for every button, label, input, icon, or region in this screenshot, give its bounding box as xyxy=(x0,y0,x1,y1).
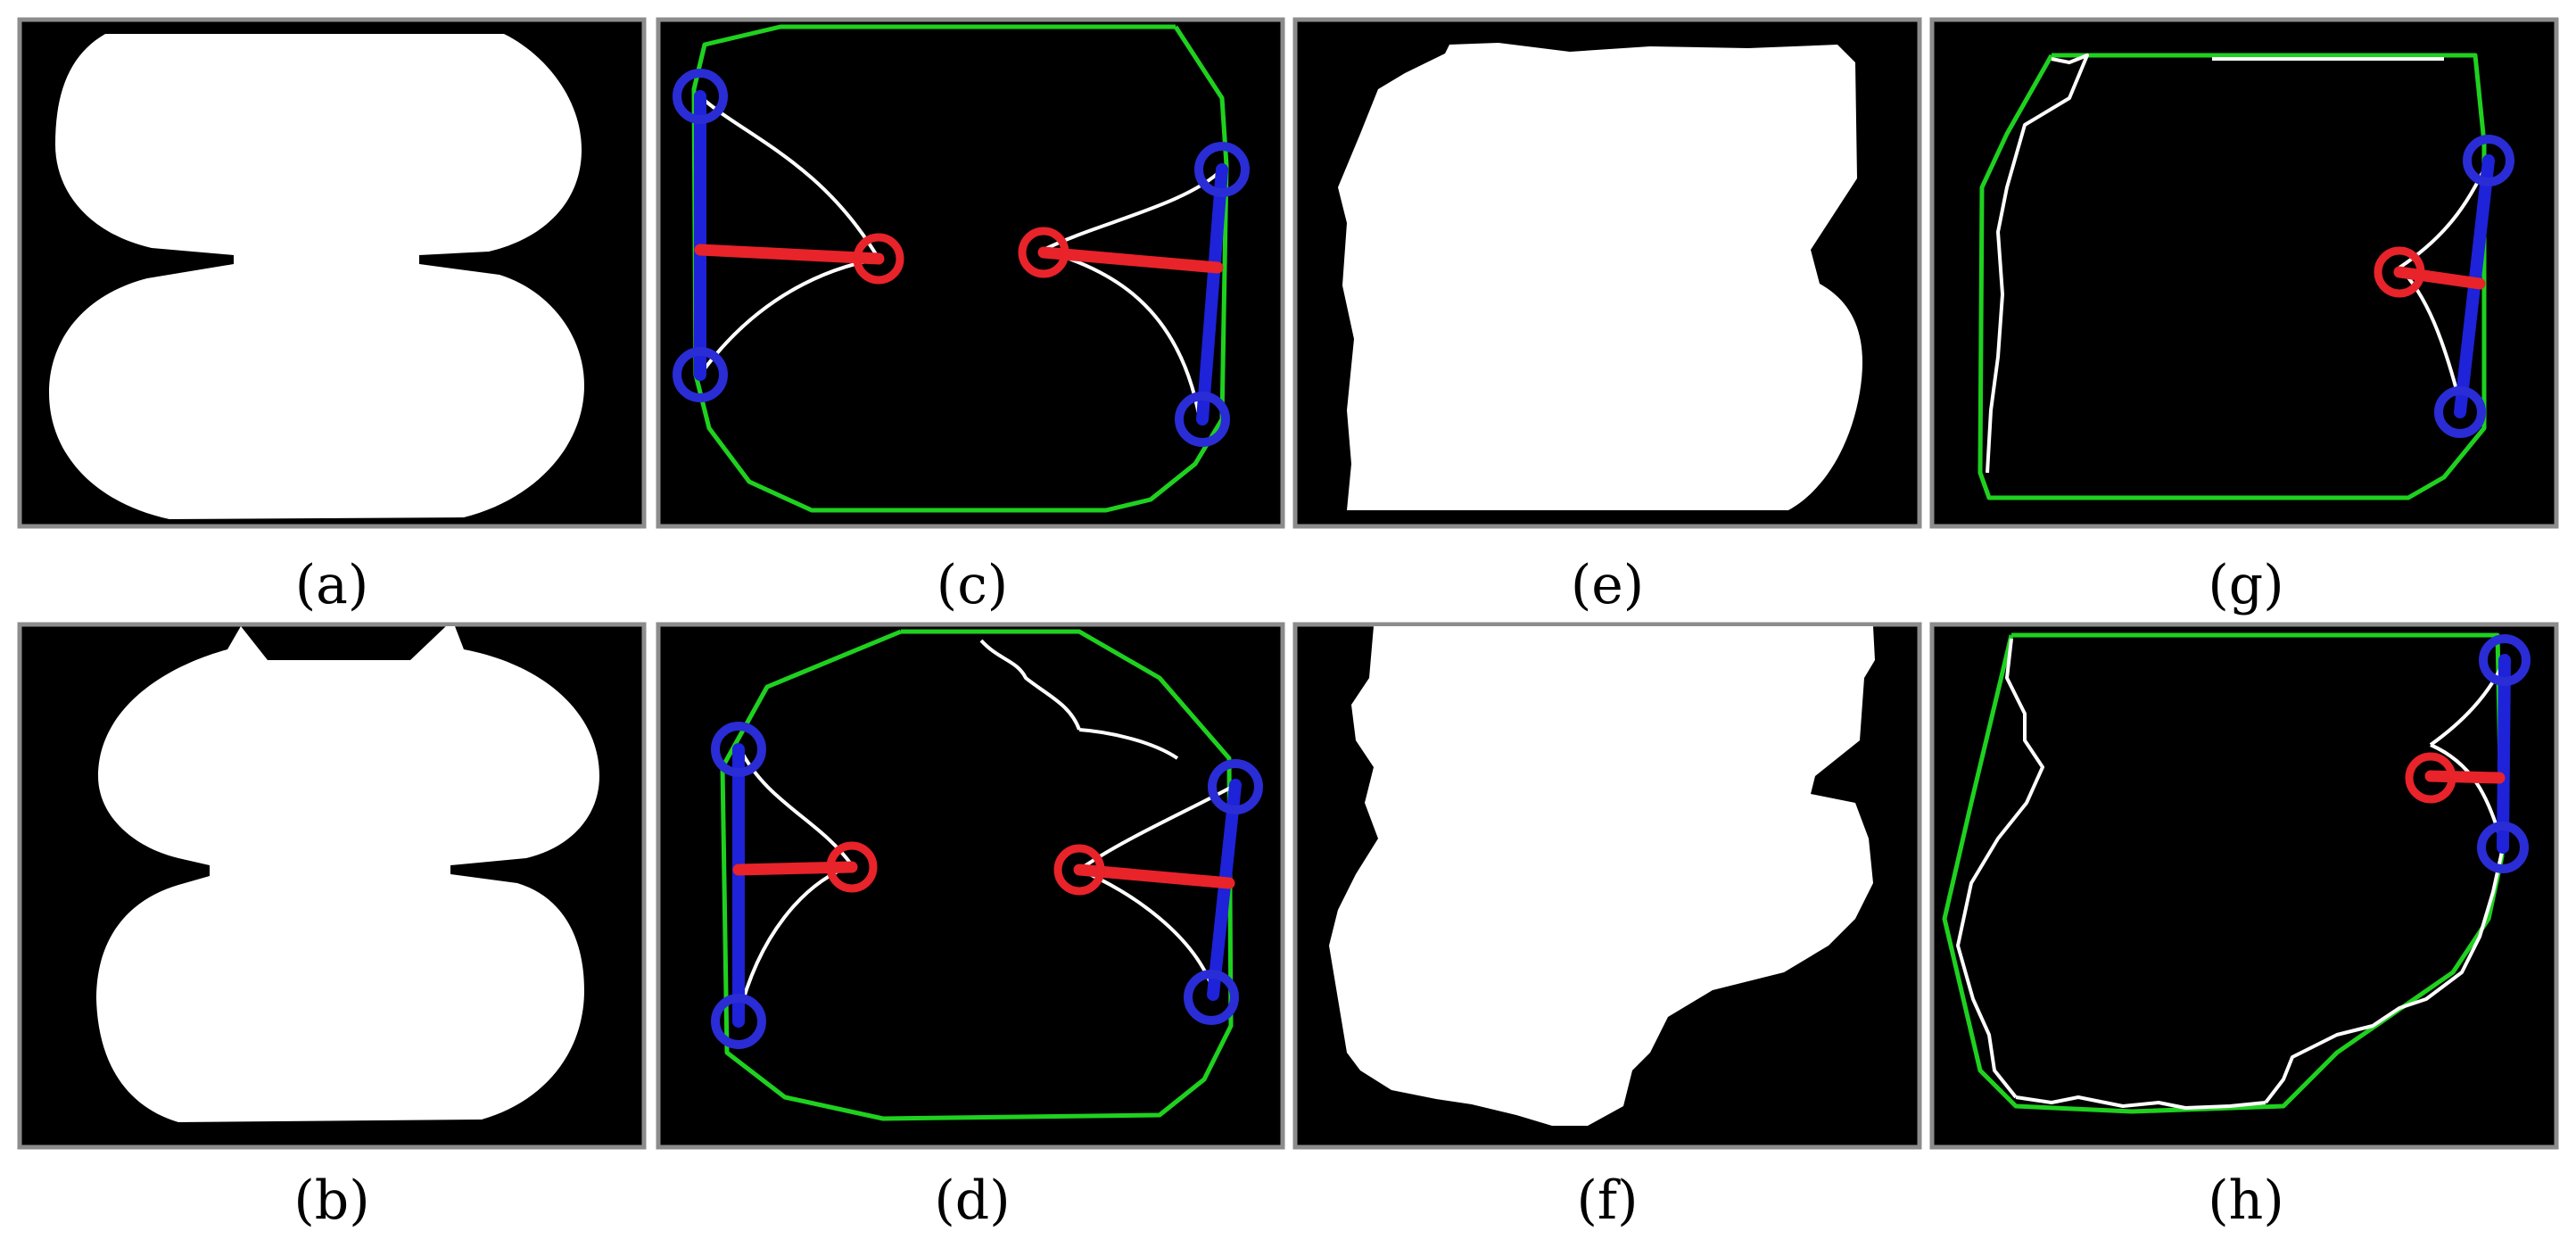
panel-f-caption: (f) xyxy=(1576,1169,1638,1232)
panel-c-hull-point xyxy=(1175,392,1230,447)
panel-g-contour-left xyxy=(1986,54,2089,474)
panel-c-hull-segment-right xyxy=(1196,163,1228,426)
panel-d-defect-point xyxy=(826,841,878,893)
panel-g: (g) xyxy=(1929,17,2559,616)
panel-h-frame xyxy=(1929,622,2559,1150)
panel-d-caption: (d) xyxy=(934,1169,1010,1232)
panel-c-caption: (c) xyxy=(937,554,1008,616)
panel-c-defect-point xyxy=(853,233,904,285)
panel-c-depth-right xyxy=(1037,246,1224,274)
panel-h-defect-point xyxy=(2405,752,2456,804)
panel-g-caption: (g) xyxy=(2208,554,2283,616)
panel-f-blob xyxy=(1329,626,1875,1126)
panel-d-hull-segment-right xyxy=(1207,779,1242,1001)
panel-f: (f) xyxy=(1292,622,1922,1232)
panel-c-hull-point xyxy=(673,347,728,402)
panel-g-hull-point xyxy=(2434,386,2486,438)
panel-h-hull-point xyxy=(2477,822,2529,873)
panel-e-blob xyxy=(1338,43,1862,510)
panel-c: (c) xyxy=(656,17,1285,616)
panel-g-depth xyxy=(2393,266,2486,290)
panel-h-contour-left xyxy=(1956,638,2044,1099)
panel-a-caption: (a) xyxy=(295,554,369,616)
panel-d-depth-left xyxy=(732,861,858,876)
panel-c-convex-hull xyxy=(691,24,1229,513)
panel-h-contour-bottom xyxy=(2015,1095,2266,1110)
panel-h-depth xyxy=(2424,770,2506,784)
panel-d: (d) xyxy=(656,622,1285,1232)
panel-a: (a) xyxy=(17,17,647,616)
panel-d-defect-point xyxy=(1053,844,1105,896)
panel-g-frame xyxy=(1929,17,2559,529)
panel-g-hull-point xyxy=(2463,135,2514,186)
panel-c-depth-left xyxy=(694,244,885,265)
panel-g-defect-point xyxy=(2374,246,2425,298)
panel-g-convex-hull xyxy=(1977,53,2487,500)
panel-a-blob xyxy=(49,34,584,519)
panel-c-hull-point xyxy=(1194,142,1250,197)
panel-d-hull-point xyxy=(1184,970,1239,1025)
panel-h-caption: (h) xyxy=(2208,1169,2283,1232)
panel-e: (e) xyxy=(1292,17,1922,616)
panel-e-caption: (e) xyxy=(1571,554,1644,616)
panel-d-hull-point xyxy=(711,994,766,1049)
panel-b: (b) xyxy=(17,622,647,1232)
panel-h-hull-segment xyxy=(2497,654,2511,854)
panel-c-defect-point xyxy=(1018,227,1069,278)
panel-d-frame xyxy=(656,622,1285,1150)
panel-d-hull-point xyxy=(1208,759,1263,814)
panel-d-hull-point xyxy=(711,722,766,777)
panel-h: (h) xyxy=(1929,622,2559,1232)
panel-b-caption: (b) xyxy=(293,1169,369,1232)
panel-d-contour-top xyxy=(979,639,1179,760)
panel-b-blob xyxy=(96,626,599,1122)
panel-c-frame xyxy=(656,17,1285,529)
panel-h-hull-point xyxy=(2479,634,2531,686)
panel-h-contour-right xyxy=(2264,847,2505,1104)
panel-c-hull-point xyxy=(673,69,728,124)
